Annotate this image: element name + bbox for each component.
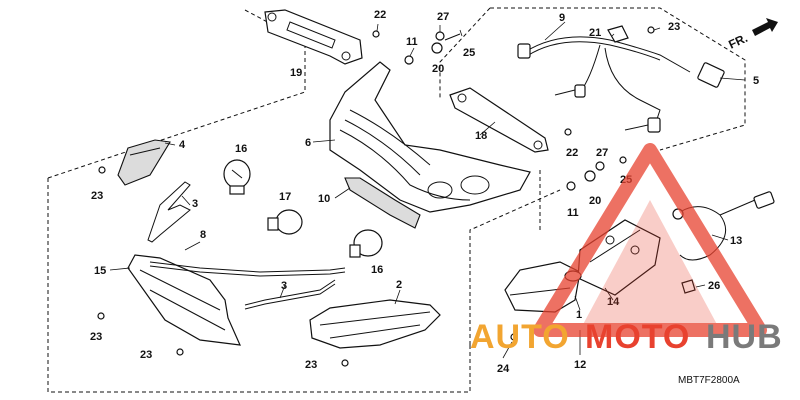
part-4-lens	[117, 139, 171, 186]
label-part-8: 8	[200, 229, 206, 241]
part-16-bulb-lower	[349, 229, 383, 258]
part-3-gasket-lower	[244, 279, 336, 310]
label-part-3: 3	[281, 280, 287, 292]
label-part-18: 18	[475, 130, 487, 142]
part-16-bulb-upper	[223, 159, 251, 195]
part-8-gasket-long	[149, 261, 346, 277]
part-19-bracket	[264, 9, 363, 65]
label-part-23: 23	[91, 190, 103, 202]
part-6-tail-light-housing	[329, 61, 531, 213]
label-part-16: 16	[371, 264, 383, 276]
svg-text:AUTO: AUTO	[470, 318, 570, 356]
label-part-9: 9	[559, 12, 565, 24]
label-part-23: 23	[140, 349, 152, 361]
label-part-24: 24	[497, 363, 510, 375]
part-21-clip	[607, 25, 629, 43]
part-17-bulb	[267, 209, 303, 235]
part-3-gasket-upper	[147, 181, 191, 243]
label-part-19: 19	[290, 67, 302, 79]
label-part-23: 23	[305, 359, 317, 371]
watermark-triangle	[533, 143, 767, 337]
label-part-22: 22	[374, 9, 386, 21]
label-part-11: 11	[406, 36, 418, 48]
part-15-lens-left	[127, 254, 241, 346]
label-part-12: 12	[574, 359, 586, 371]
part-9-wire-harness	[517, 36, 725, 133]
label-part-25: 25	[463, 47, 475, 59]
watermark-wordmark: AUTO MOTO HUB	[470, 318, 783, 356]
label-part-5: 5	[753, 75, 759, 87]
label-part-16: 16	[235, 143, 247, 155]
label-part-10: 10	[318, 193, 330, 205]
label-part-14: 14	[607, 296, 620, 308]
label-part-23: 23	[90, 331, 102, 343]
diagram-code: MBT7F2800A	[678, 375, 740, 386]
label-part-20: 20	[589, 195, 601, 207]
watermark-logo	[533, 143, 767, 337]
label-part-6: 6	[305, 137, 311, 149]
front-direction-marker: FR.	[726, 18, 778, 52]
label-part-27: 27	[596, 147, 608, 159]
part-2-lens-right	[309, 299, 441, 349]
label-part-15: 15	[94, 265, 106, 277]
label-part-23: 23	[668, 21, 680, 33]
label-part-21: 21	[589, 27, 601, 39]
label-part-22: 22	[566, 147, 578, 159]
label-part-17: 17	[279, 191, 291, 203]
label-part-4: 4	[179, 139, 186, 151]
part-number-labels: 22 27 11 25 20 19 9 21 23 5 18 22 27 25 …	[90, 9, 759, 375]
label-part-11: 11	[567, 207, 579, 219]
label-part-13: 13	[730, 235, 742, 247]
label-part-27: 27	[437, 11, 449, 23]
assembly-outline	[47, 7, 746, 393]
label-part-20: 20	[432, 63, 444, 75]
part-10-reflector-strip	[344, 177, 421, 229]
label-part-2: 2	[396, 279, 402, 291]
svg-text:FR.: FR.	[726, 31, 749, 52]
part-18-bracket	[449, 87, 549, 153]
fasteners	[97, 26, 655, 367]
svg-text:MOTO: MOTO	[585, 318, 690, 356]
svg-text:HUB: HUB	[706, 318, 783, 356]
label-part-26: 26	[708, 280, 720, 292]
label-part-3: 3	[192, 198, 198, 210]
label-part-1: 1	[576, 309, 582, 321]
